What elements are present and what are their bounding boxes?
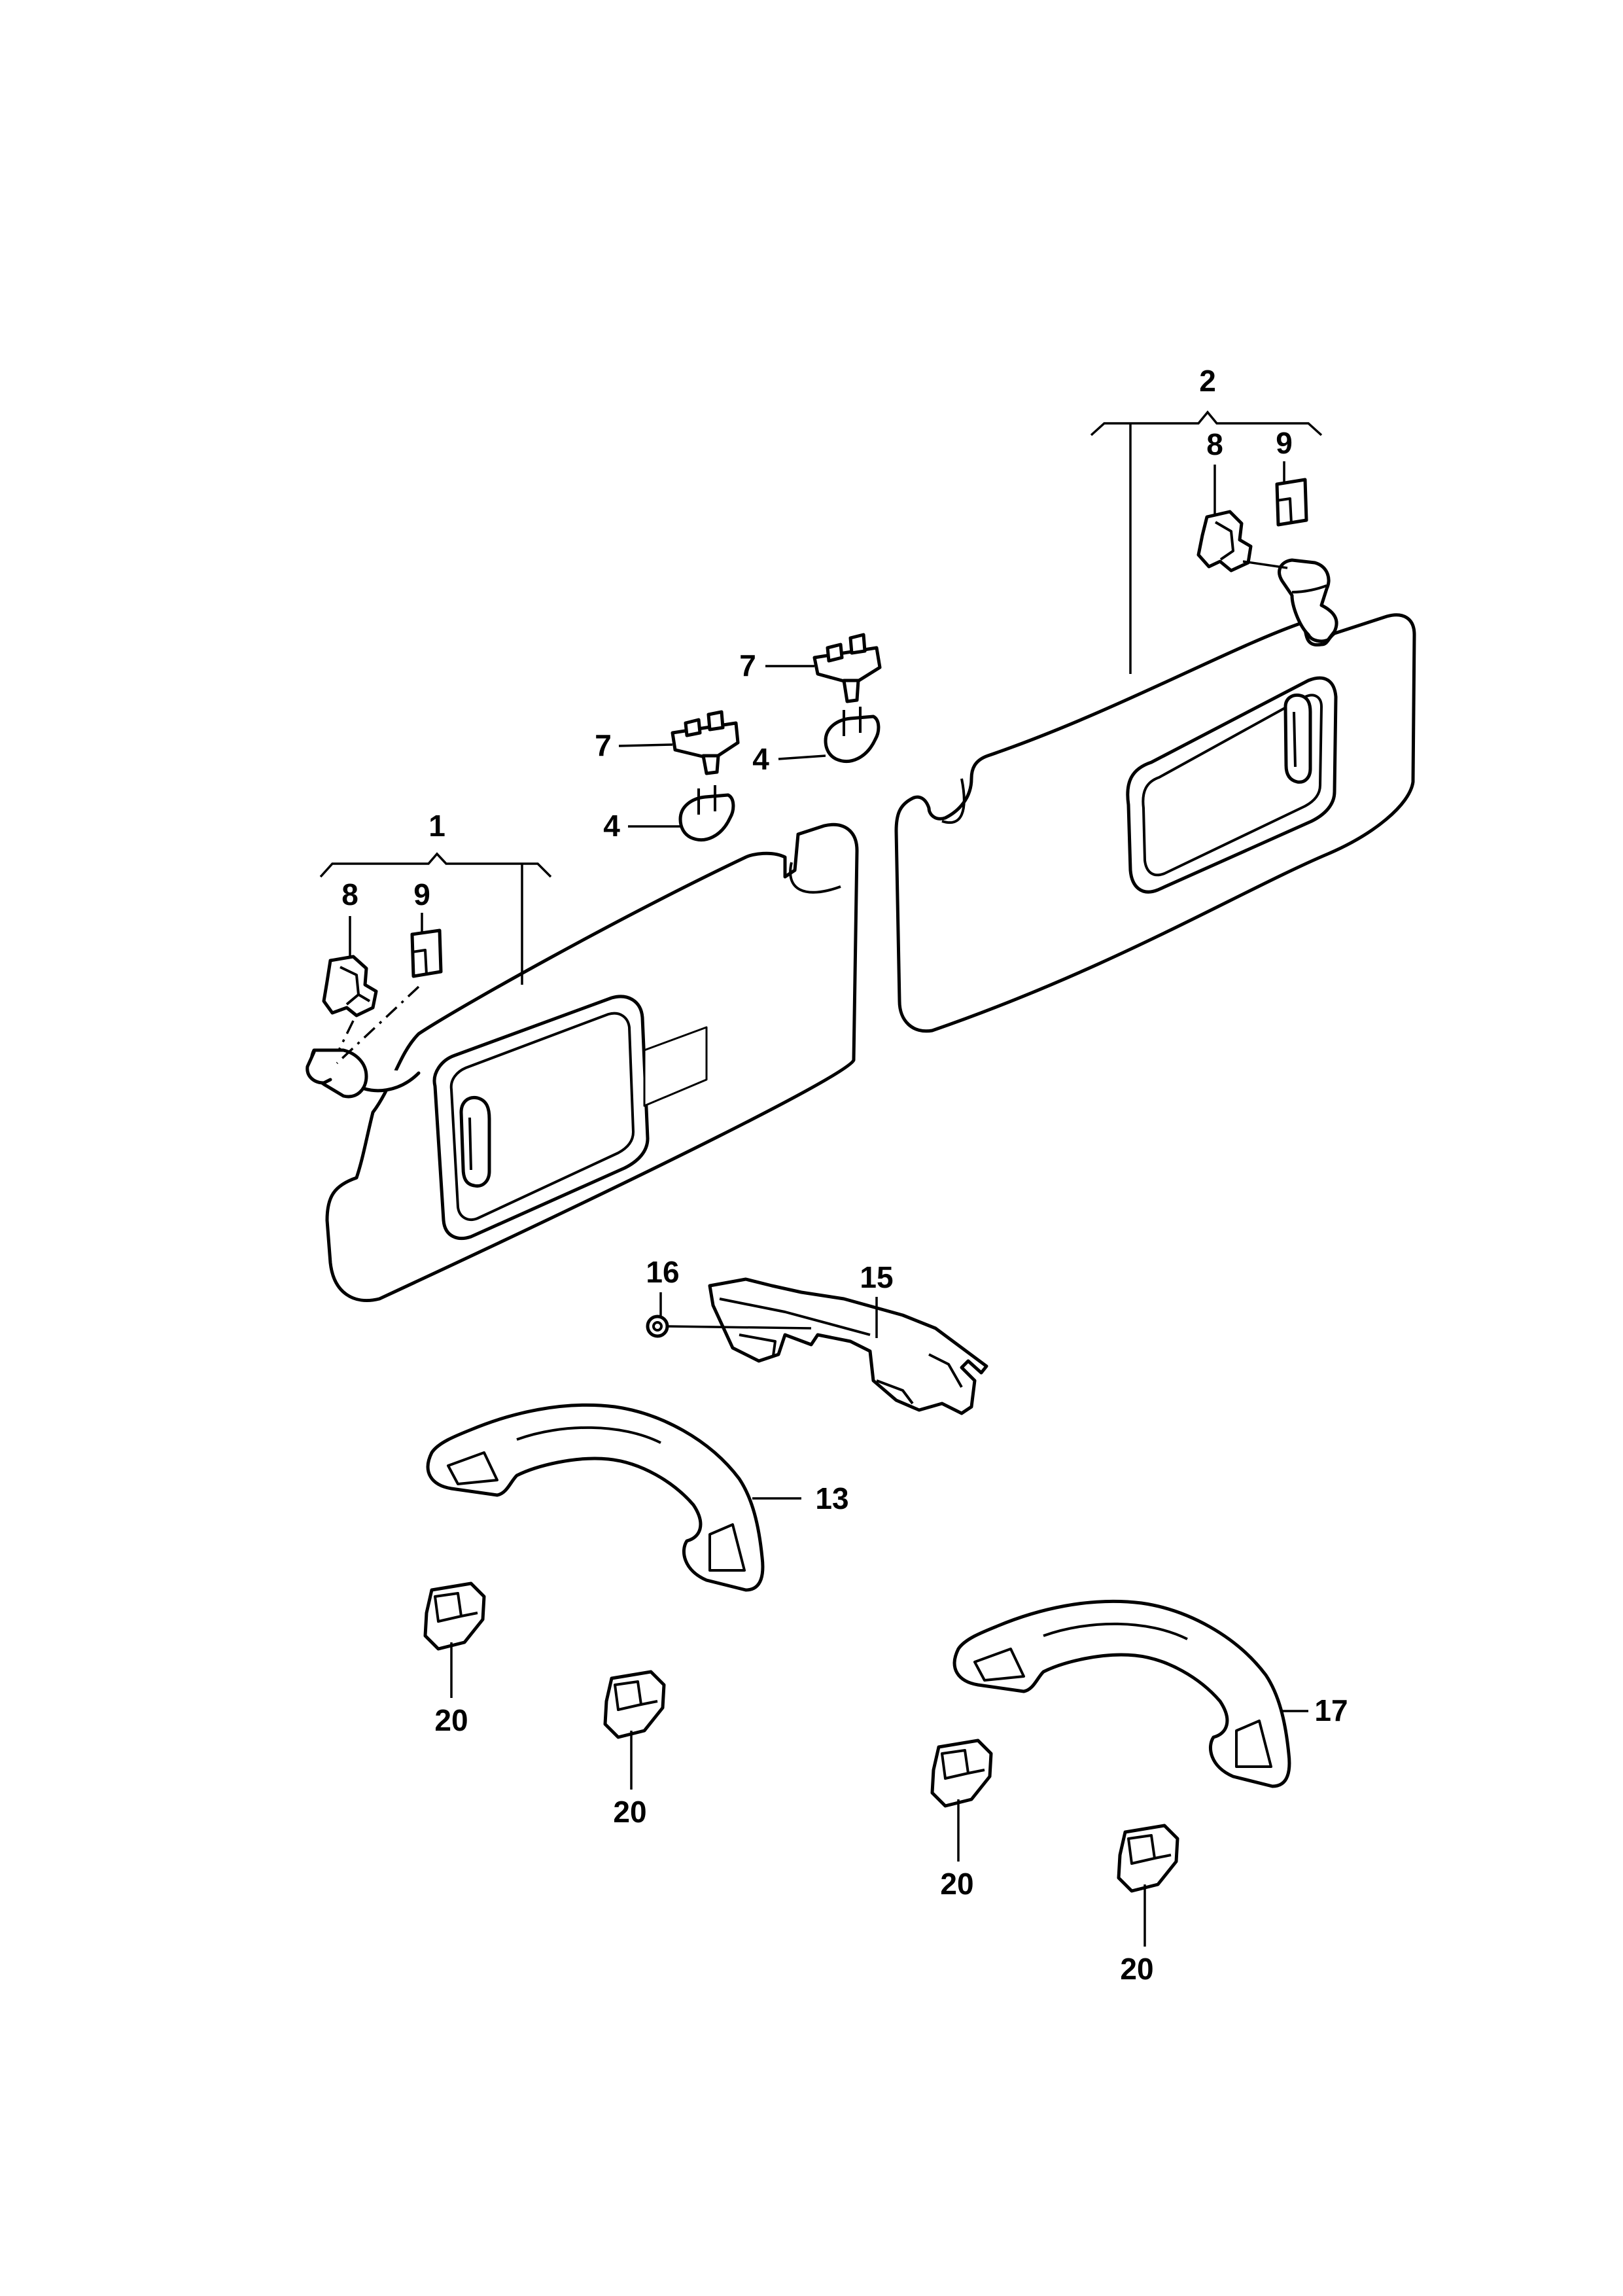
callout-8-left: 8 bbox=[341, 877, 358, 911]
callout-13: 13 bbox=[815, 1481, 848, 1515]
clip-20-c bbox=[930, 1739, 993, 1808]
callout-20-b: 20 bbox=[613, 1795, 646, 1829]
clip-20-b bbox=[603, 1670, 666, 1739]
callout-7-upper: 7 bbox=[739, 648, 756, 682]
visor-stop-4-lower bbox=[678, 785, 735, 841]
sun-visor-right bbox=[894, 558, 1416, 1033]
callout-7-lower: 7 bbox=[595, 728, 612, 762]
clip-20-a bbox=[423, 1581, 486, 1651]
grab-handle-13 bbox=[426, 1403, 765, 1592]
visor-stop-4-upper bbox=[824, 707, 881, 763]
callout-4-lower: 4 bbox=[603, 809, 620, 843]
callout-2: 2 bbox=[1199, 364, 1216, 398]
visor-clip-9-left bbox=[410, 928, 443, 978]
callout-20-d: 20 bbox=[1120, 1952, 1153, 1986]
screw-16 bbox=[646, 1315, 669, 1338]
grab-handle-17 bbox=[952, 1599, 1291, 1788]
callout-17: 17 bbox=[1314, 1693, 1348, 1727]
brace-1 bbox=[319, 852, 552, 878]
callout-1: 1 bbox=[428, 809, 445, 843]
callout-4-upper: 4 bbox=[752, 742, 769, 776]
sun-visor-left bbox=[305, 822, 859, 1303]
visor-bracket-8-right bbox=[1196, 510, 1253, 573]
brace-2 bbox=[1090, 410, 1323, 436]
callout-16: 16 bbox=[646, 1255, 679, 1289]
visor-clip-9-right bbox=[1275, 478, 1308, 527]
callout-20-a: 20 bbox=[434, 1703, 468, 1737]
mounting-bracket-15 bbox=[708, 1277, 988, 1415]
visor-bracket-8-left bbox=[322, 955, 378, 1017]
visor-hook-7-lower bbox=[671, 710, 740, 775]
clip-20-d bbox=[1117, 1824, 1179, 1893]
callout-20-c: 20 bbox=[940, 1867, 973, 1901]
visor-hook-7-upper bbox=[812, 633, 882, 703]
callout-9-right: 9 bbox=[1276, 426, 1293, 460]
callout-8-right: 8 bbox=[1206, 427, 1223, 461]
callout-9-left: 9 bbox=[413, 877, 430, 911]
callout-15: 15 bbox=[860, 1260, 893, 1294]
